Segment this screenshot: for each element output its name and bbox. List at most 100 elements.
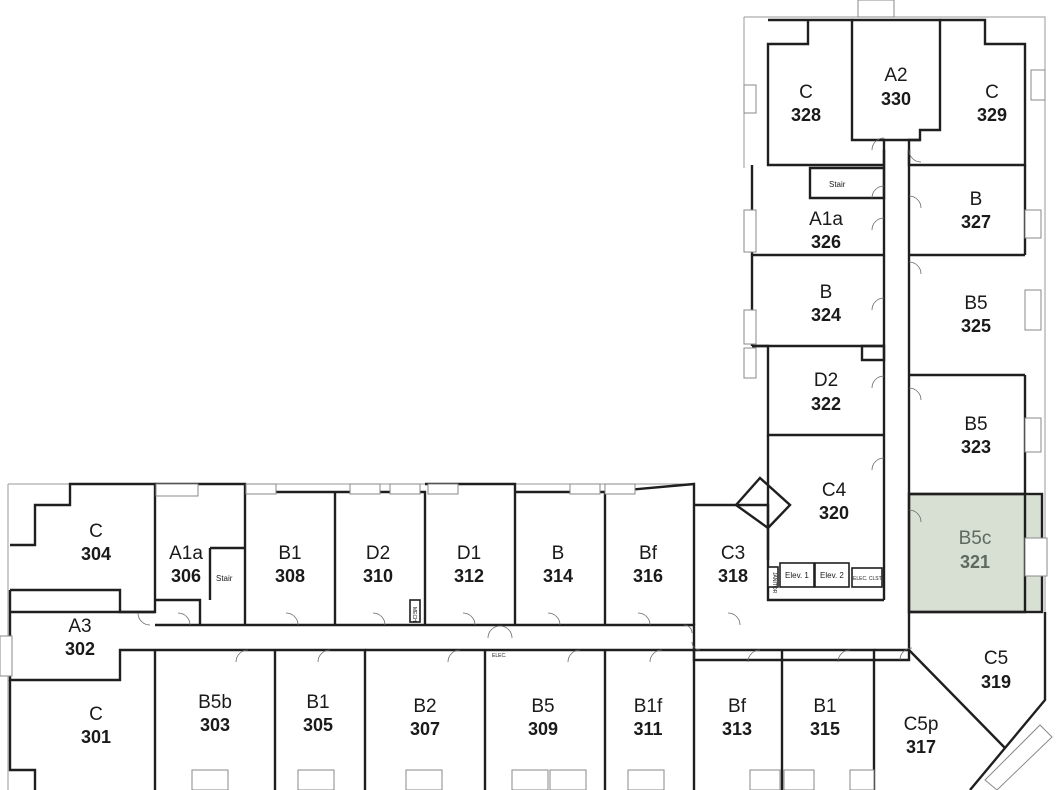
room-306-number: 306 <box>171 566 201 586</box>
room-316-type: Bf <box>639 543 658 564</box>
room-327-number: 327 <box>961 212 991 232</box>
room-320-number: 320 <box>819 503 849 523</box>
room-307-type: B2 <box>413 696 436 717</box>
room-311-number: 311 <box>633 719 662 739</box>
room-304-number: 304 <box>81 544 111 564</box>
room-308-type: B1 <box>278 543 301 564</box>
elev2-box <box>814 562 850 588</box>
room-315-type: B1 <box>813 696 836 717</box>
janitor-label: JANITOR <box>771 572 777 594</box>
room-320-type: C4 <box>822 480 847 501</box>
room-319-type: C5 <box>984 648 1008 669</box>
room-325-number: 325 <box>961 316 991 336</box>
room-327[interactable]: B 327 <box>961 189 991 232</box>
room-304[interactable]: C 304 <box>81 521 111 564</box>
room-302-type: A3 <box>68 616 91 637</box>
room-327-type: B <box>970 189 983 210</box>
mech-box <box>409 599 421 623</box>
room-319[interactable]: C5 319 <box>981 648 1011 692</box>
room-330-type: A2 <box>884 65 907 86</box>
room-311[interactable]: B1f 311 <box>633 696 662 739</box>
room-326-number: 326 <box>811 232 841 252</box>
room-308[interactable]: B1 308 <box>275 543 305 586</box>
room-321[interactable]: B5c 321 <box>959 528 992 572</box>
room-310[interactable]: D2 310 <box>363 543 393 586</box>
room-323[interactable]: B5 323 <box>961 414 991 457</box>
room-305[interactable]: B1 305 <box>303 692 333 735</box>
room-305-number: 305 <box>303 715 333 735</box>
room-316-number: 316 <box>633 566 663 586</box>
stair-west-label: Stair <box>216 574 233 583</box>
room-326-type: A1a <box>809 209 843 230</box>
janitor-box <box>767 566 779 588</box>
room-324-type: B <box>820 282 833 303</box>
room-321-highlight[interactable] <box>907 492 1044 614</box>
room-304-type: C <box>89 521 103 542</box>
room-312-type: D1 <box>457 543 481 564</box>
room-330[interactable]: A2 330 <box>881 65 911 109</box>
room-316[interactable]: Bf 316 <box>633 543 663 586</box>
room-328[interactable]: C 328 <box>791 82 821 125</box>
room-313-type: Bf <box>728 696 747 717</box>
room-309-number: 309 <box>528 719 558 739</box>
room-324-number: 324 <box>811 305 841 325</box>
room-317[interactable]: C5p 317 <box>904 714 939 757</box>
room-323-type: B5 <box>964 414 987 435</box>
room-302-number: 302 <box>65 639 95 659</box>
west-wing-walls <box>8 476 1047 790</box>
room-322[interactable]: D2 322 <box>811 370 841 414</box>
room-312[interactable]: D1 312 <box>454 543 484 586</box>
room-303-type: B5b <box>198 692 232 713</box>
room-310-number: 310 <box>363 566 393 586</box>
room-329-type: C <box>985 82 999 103</box>
room-309-type: B5 <box>531 696 554 717</box>
room-320[interactable]: C4 320 <box>819 480 849 523</box>
room-308-number: 308 <box>275 566 305 586</box>
room-329[interactable]: C 329 <box>977 82 1007 125</box>
building-outline <box>7 16 1046 790</box>
room-302[interactable]: A3 302 <box>65 616 95 659</box>
room-303[interactable]: B5b 303 <box>198 692 232 735</box>
room-322-number: 322 <box>811 394 841 414</box>
door-swings <box>137 137 922 663</box>
room-324[interactable]: B 324 <box>811 282 841 325</box>
room-307[interactable]: B2 307 <box>410 696 440 739</box>
elev2-label: Elev. 2 <box>820 571 844 580</box>
room-301-type: C <box>89 704 103 725</box>
elec-clst-box <box>851 567 883 588</box>
room-329-number: 329 <box>977 105 1007 125</box>
room-325-type: B5 <box>964 293 987 314</box>
room-322-type: D2 <box>814 370 838 391</box>
room-326[interactable]: A1a 326 <box>809 209 843 252</box>
room-317-type: C5p <box>904 714 939 735</box>
room-labels: C 328 A2 330 C 329 A1a 326 B 327 B 324 B… <box>65 65 1011 757</box>
room-313[interactable]: Bf 313 <box>722 696 752 739</box>
room-328-type: C <box>799 82 813 103</box>
room-309[interactable]: B5 309 <box>528 696 558 739</box>
room-315[interactable]: B1 315 <box>810 696 840 739</box>
room-319-number: 319 <box>981 672 1011 692</box>
room-318-number: 318 <box>718 566 748 586</box>
room-314[interactable]: B 314 <box>543 543 573 586</box>
stair-north-label: Stair <box>829 180 846 189</box>
utility-rooms: Stair Stair Elev. 1 Elev. 2 ELEC. CLST. … <box>216 180 883 659</box>
room-318-type: C3 <box>721 543 745 564</box>
room-317-number: 317 <box>906 737 936 757</box>
room-314-type: B <box>552 543 565 564</box>
room-311-type: B1f <box>634 696 663 717</box>
room-321-type: B5c <box>959 528 992 549</box>
room-318[interactable]: C3 318 <box>718 543 748 586</box>
room-325[interactable]: B5 325 <box>961 293 991 336</box>
elev1-label: Elev. 1 <box>785 571 809 580</box>
room-306-type: A1a <box>169 543 203 564</box>
room-301[interactable]: C 301 <box>81 704 111 747</box>
room-323-number: 323 <box>961 437 991 457</box>
room-330-number: 330 <box>881 89 911 109</box>
elec-clst-label: ELEC. CLST. <box>853 576 882 582</box>
room-315-number: 315 <box>810 719 840 739</box>
room-313-number: 313 <box>722 719 752 739</box>
room-306[interactable]: A1a 306 <box>169 543 203 586</box>
room-314-number: 314 <box>543 566 573 586</box>
